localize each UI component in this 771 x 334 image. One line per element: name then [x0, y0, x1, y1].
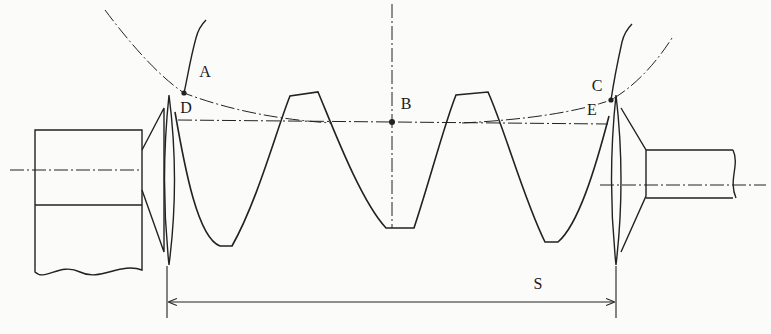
- point-label: D: [179, 100, 193, 116]
- left-cone: [142, 108, 164, 252]
- pitch-arc: [105, 10, 332, 123]
- point-label: E: [586, 102, 598, 118]
- feeler-line: [611, 24, 632, 100]
- point-label: A: [198, 64, 212, 80]
- dimension-label: S: [533, 276, 544, 292]
- feeler-line: [184, 20, 206, 93]
- headstock-edge: [35, 204, 142, 205]
- point-label: B: [400, 96, 413, 112]
- center-line: [10, 170, 142, 171]
- contact-point: [181, 90, 186, 95]
- dimension-line: [169, 301, 614, 302]
- pitch-arc: [462, 38, 672, 123]
- extension-line: [167, 266, 616, 318]
- center-line: [392, 4, 393, 228]
- headstock: [35, 130, 142, 275]
- point-label: C: [591, 78, 604, 94]
- center-point: [389, 119, 395, 125]
- right-shaft: [646, 150, 736, 198]
- left-disk: [165, 95, 175, 265]
- pitch-line: [178, 120, 608, 124]
- right-disk: [612, 95, 622, 265]
- center-line: [600, 185, 766, 186]
- right-cone: [621, 108, 646, 252]
- contact-point: [608, 97, 613, 102]
